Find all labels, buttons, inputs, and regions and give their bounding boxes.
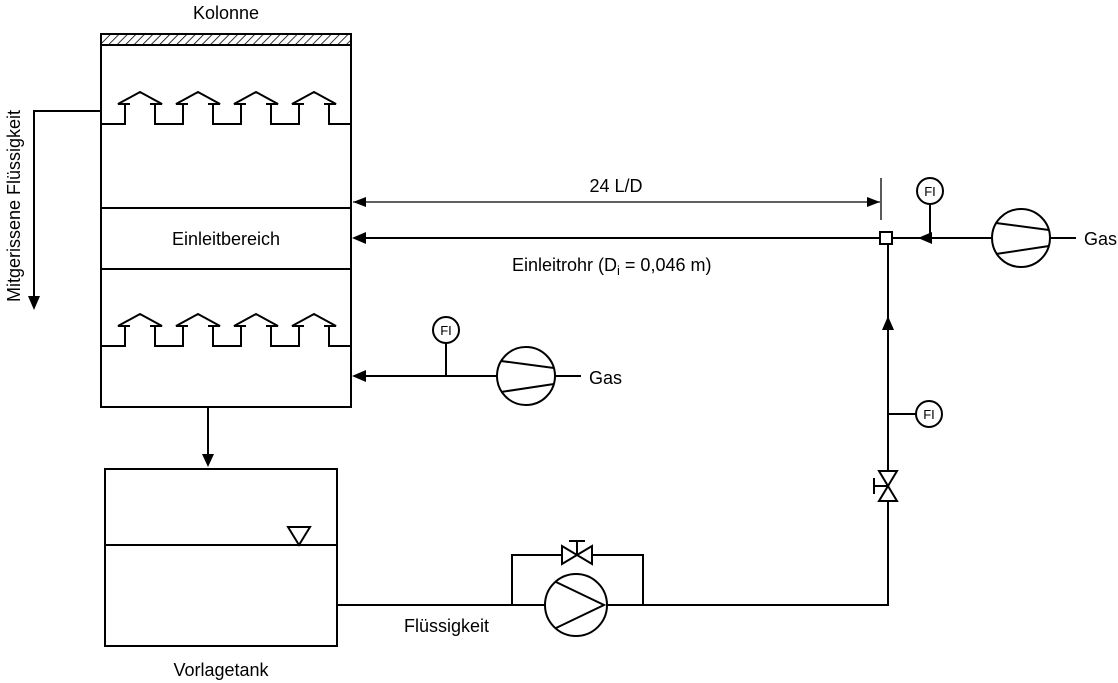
entrained-liquid-line — [33, 110, 101, 298]
gas-supply-top: FI Gas — [892, 177, 1117, 268]
dimension-arrow-left — [353, 197, 366, 207]
fi-right-label: FI — [923, 407, 935, 422]
compressor-mid — [496, 346, 556, 406]
inlet-zone-label: Einleitbereich — [172, 229, 280, 249]
column-drain — [202, 407, 214, 467]
drain-arrowhead — [202, 454, 214, 467]
riser-valve-top — [877, 470, 899, 488]
fi-mid-circle — [432, 316, 460, 344]
riser-arrowhead — [882, 316, 894, 330]
liquid-label: Flüssigkeit — [404, 616, 489, 636]
entrained-liquid-outlet: Mitgerissene Flüssigkeit — [4, 110, 101, 310]
dimension-arrow-right — [867, 197, 880, 207]
tank-label: Vorlagetank — [173, 660, 269, 680]
compressor-mid-stroke-a — [500, 360, 555, 369]
liquid-pump-impeller — [555, 581, 607, 629]
inlet-pipe-label: Einleitrohr (Di = 0,046 m) — [512, 255, 711, 278]
column-body — [100, 44, 352, 408]
bypass-valve-left — [561, 544, 579, 566]
compressor-top-stroke-a — [995, 222, 1050, 231]
fi-top-label: FI — [924, 184, 936, 199]
bypass-valve-right — [575, 544, 593, 566]
tank-body — [104, 468, 338, 647]
gas-supply-mid: FI Gas — [352, 316, 622, 406]
liquid-line: Flüssigkeit FI — [337, 244, 943, 637]
gas-top-label: Gas — [1084, 229, 1117, 249]
entrained-liquid-arrowhead — [28, 296, 40, 310]
column-cap-hatch — [100, 33, 352, 46]
liquid-pump — [544, 573, 608, 637]
gas-mid-label: Gas — [589, 368, 622, 388]
distance-dimension: 24 L/D — [353, 176, 882, 220]
fi-mid-label: FI — [440, 323, 452, 338]
entrained-liquid-label: Mitgerissene Flüssigkeit — [4, 110, 24, 302]
compressor-top-stroke-b — [995, 245, 1050, 255]
column: Kolonne Einleitbereich — [100, 3, 352, 408]
liquid-line-discharge — [607, 244, 889, 606]
inlet-pipe: Einleitrohr (Di = 0,046 m) — [352, 231, 893, 278]
compressor-mid-stroke-b — [500, 383, 555, 393]
upper-tray — [101, 90, 351, 125]
lower-tray — [101, 312, 351, 347]
compressor-top — [991, 208, 1051, 268]
level-marker-icon — [286, 526, 312, 547]
gas-top-arrowhead — [918, 232, 932, 244]
mixing-junction — [879, 231, 893, 245]
fi-right-circle — [915, 400, 943, 428]
column-label: Kolonne — [193, 3, 259, 23]
inlet-pipe-arrowhead — [352, 232, 366, 244]
riser-valve-bottom — [877, 484, 899, 502]
gas-mid-arrowhead — [352, 370, 366, 382]
fi-top-circle — [916, 177, 944, 205]
distance-label: 24 L/D — [589, 176, 642, 196]
feed-tank: Vorlagetank — [104, 468, 338, 680]
